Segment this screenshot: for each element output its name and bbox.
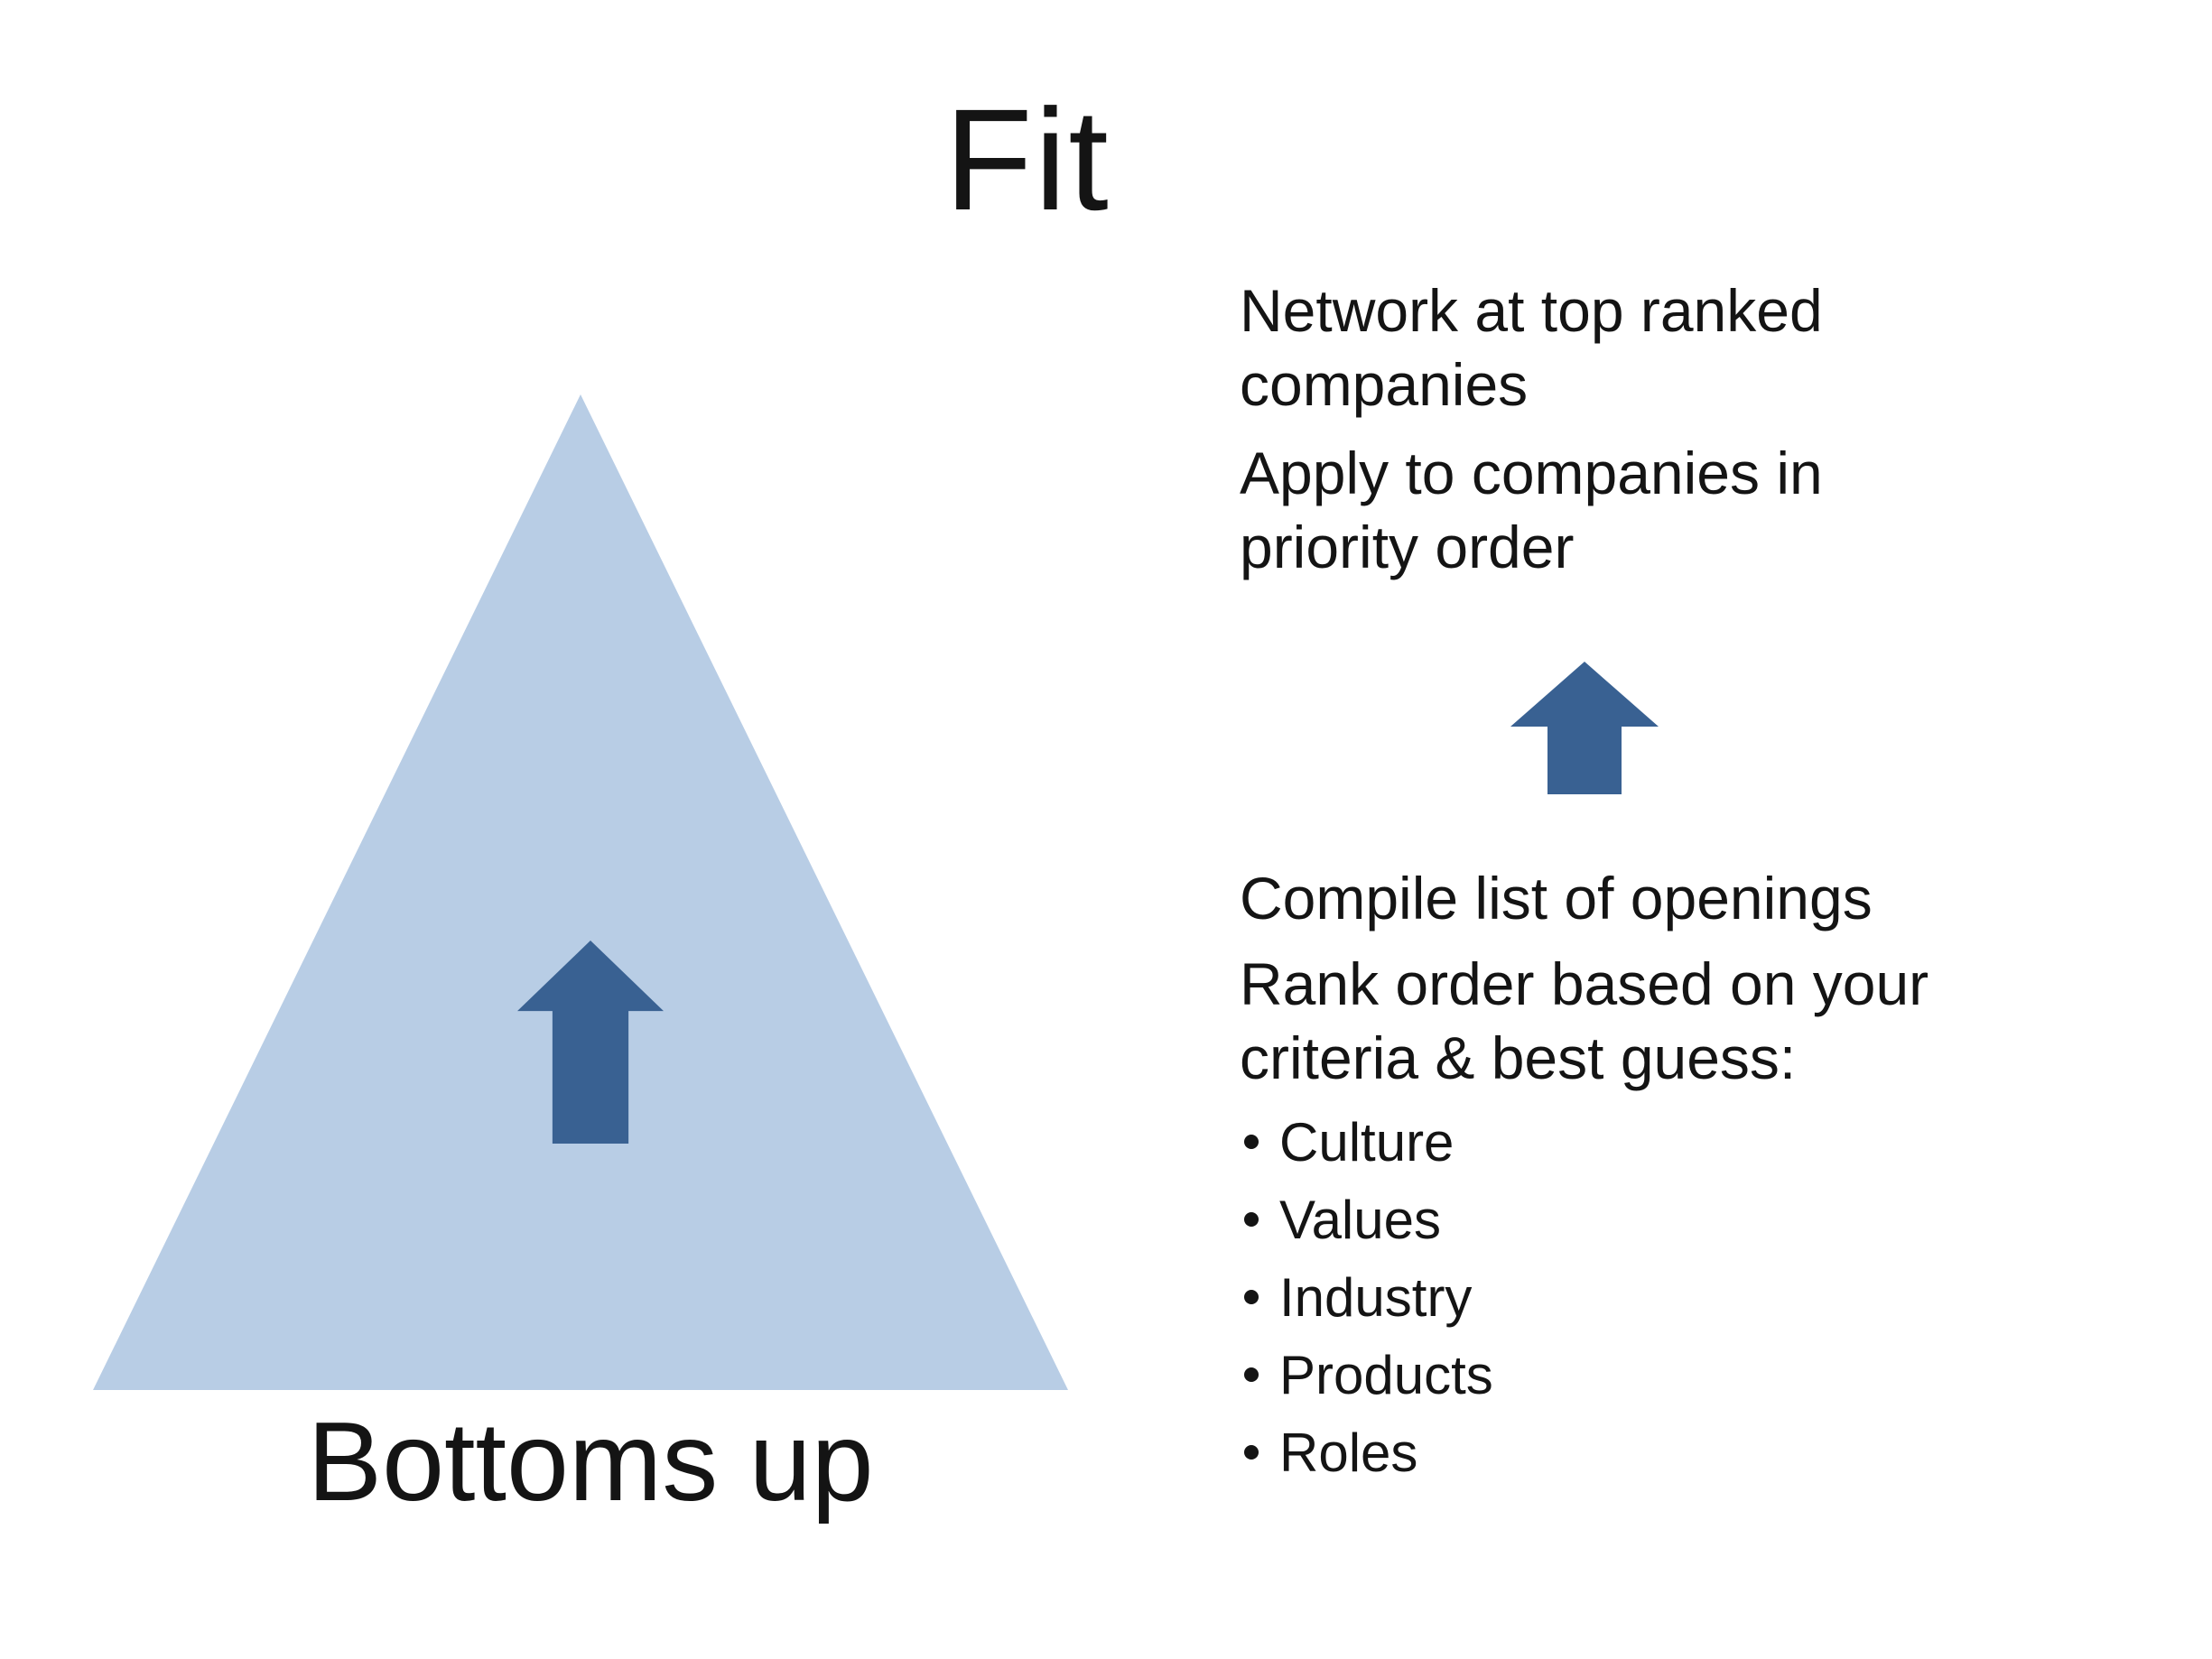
bullet-label: Culture [1279, 1112, 1455, 1172]
list-item: Industry [1240, 1259, 1493, 1337]
bullet-icon [1244, 1445, 1259, 1460]
bullet-icon [1244, 1212, 1259, 1227]
bullet-label: Products [1279, 1345, 1493, 1405]
page-title: Fit [944, 79, 1111, 240]
text-line: Rank order based on your [1240, 950, 1929, 1017]
pyramid-caption: Bottoms up [307, 1400, 874, 1525]
text-line: criteria & best guess: [1240, 1024, 1797, 1091]
criteria-bullet-list: Culture Values Industry Products Roles [1240, 1104, 1493, 1492]
list-item: Culture [1240, 1104, 1493, 1182]
step-compile-text: Compile list of openings [1240, 861, 1873, 935]
list-item: Products [1240, 1337, 1493, 1414]
list-item: Roles [1240, 1414, 1493, 1492]
text-line: priority order [1240, 514, 1575, 580]
list-item: Values [1240, 1182, 1493, 1259]
bullet-icon [1244, 1135, 1259, 1149]
step-network-text: Network at top ranked companies [1240, 273, 1823, 422]
bullet-label: Values [1279, 1190, 1442, 1250]
right-column: Network at top ranked companies Apply to… [1240, 0, 2124, 1659]
bullet-icon [1244, 1290, 1259, 1304]
text-line: Apply to companies in [1240, 440, 1823, 506]
text-line: Network at top ranked [1240, 277, 1823, 344]
text-line: companies [1240, 351, 1529, 418]
step-rank-text: Rank order based on your criteria & best… [1240, 947, 1929, 1095]
bullet-label: Roles [1279, 1423, 1418, 1483]
step-apply-text: Apply to companies in priority order [1240, 436, 1823, 584]
bullet-icon [1244, 1367, 1259, 1382]
pyramid-shape [93, 394, 1068, 1390]
bullet-label: Industry [1279, 1267, 1473, 1328]
text-line: Compile list of openings [1240, 865, 1873, 931]
